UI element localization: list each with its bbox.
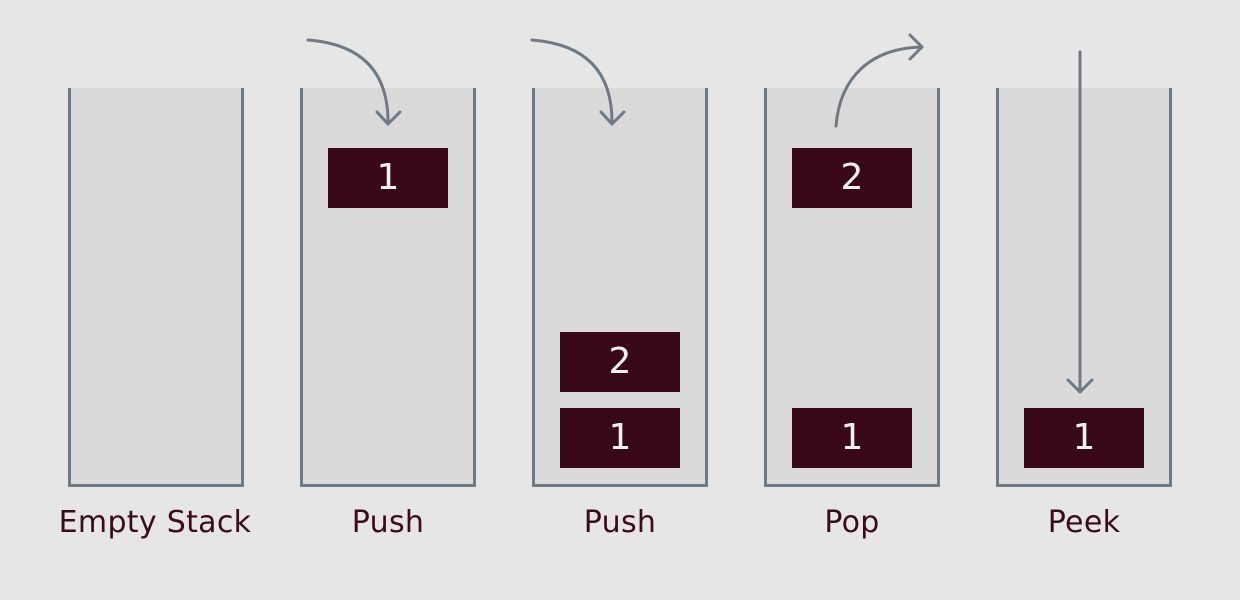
stack-item: 1 bbox=[560, 408, 680, 468]
stack-item: 1 bbox=[792, 408, 912, 468]
stack-label-peek: Peek bbox=[1047, 505, 1121, 540]
stack-item-popped: 2 bbox=[792, 148, 912, 208]
stack-label-push-2: Push bbox=[583, 505, 657, 540]
stack-label-pop: Pop bbox=[824, 505, 880, 540]
pop-arrow-icon bbox=[834, 33, 924, 128]
stack-item: 1 bbox=[328, 148, 448, 208]
stack-item: 1 bbox=[1024, 408, 1144, 468]
stack-item: 2 bbox=[560, 332, 680, 392]
stack-label-empty-stack: Empty Stack bbox=[58, 505, 252, 540]
push-arrow-icon bbox=[306, 38, 402, 126]
peek-arrow-icon bbox=[1066, 50, 1094, 394]
push-arrow-icon bbox=[530, 38, 626, 126]
stack-container-empty bbox=[68, 88, 244, 487]
stack-label-push-1: Push bbox=[351, 505, 425, 540]
